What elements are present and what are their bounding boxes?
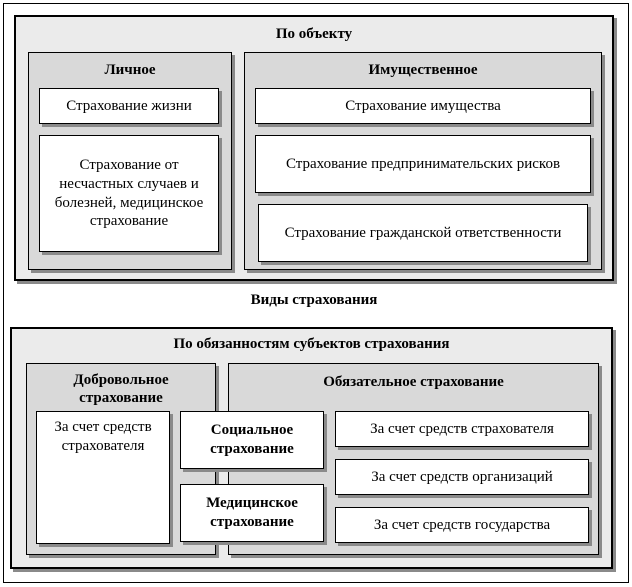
organization-funds-box: За счет средств организаций: [335, 459, 589, 495]
property-insurance-box: Страхование имущества: [255, 88, 591, 124]
policyholder-funds-box: За счет средств страхователя: [335, 411, 589, 447]
state-funds-box: За счет средств государства: [335, 507, 589, 543]
life-insurance-box: Страхование жизни: [39, 88, 219, 124]
diagram-frame: [3, 3, 629, 583]
business-risk-insurance-box: Страхование предпринимательских рисков: [255, 135, 591, 193]
mandatory-title: Обязательное страхование: [323, 374, 504, 390]
accident-medical-insurance-box: Страхование от несчастных случаев и боле…: [39, 135, 219, 252]
medical-insurance-box: Медицинское страхование: [180, 484, 324, 542]
voluntary-title: Добровольное страхование: [73, 372, 169, 406]
voluntary-policyholder-funds-box: За счет средств страхователя: [36, 411, 170, 544]
personal-title: Личное: [104, 62, 156, 78]
social-insurance-box: Социальное страхование: [180, 411, 324, 469]
by-object-title: По объекту: [275, 26, 353, 42]
insurance-types-label: Виды страхования: [250, 292, 378, 308]
civil-liability-insurance-box: Страхование гражданской ответственности: [258, 204, 588, 262]
property-title: Имущественное: [368, 62, 478, 78]
by-obligation-title: По обязанностям субъектов страхования: [173, 336, 450, 352]
